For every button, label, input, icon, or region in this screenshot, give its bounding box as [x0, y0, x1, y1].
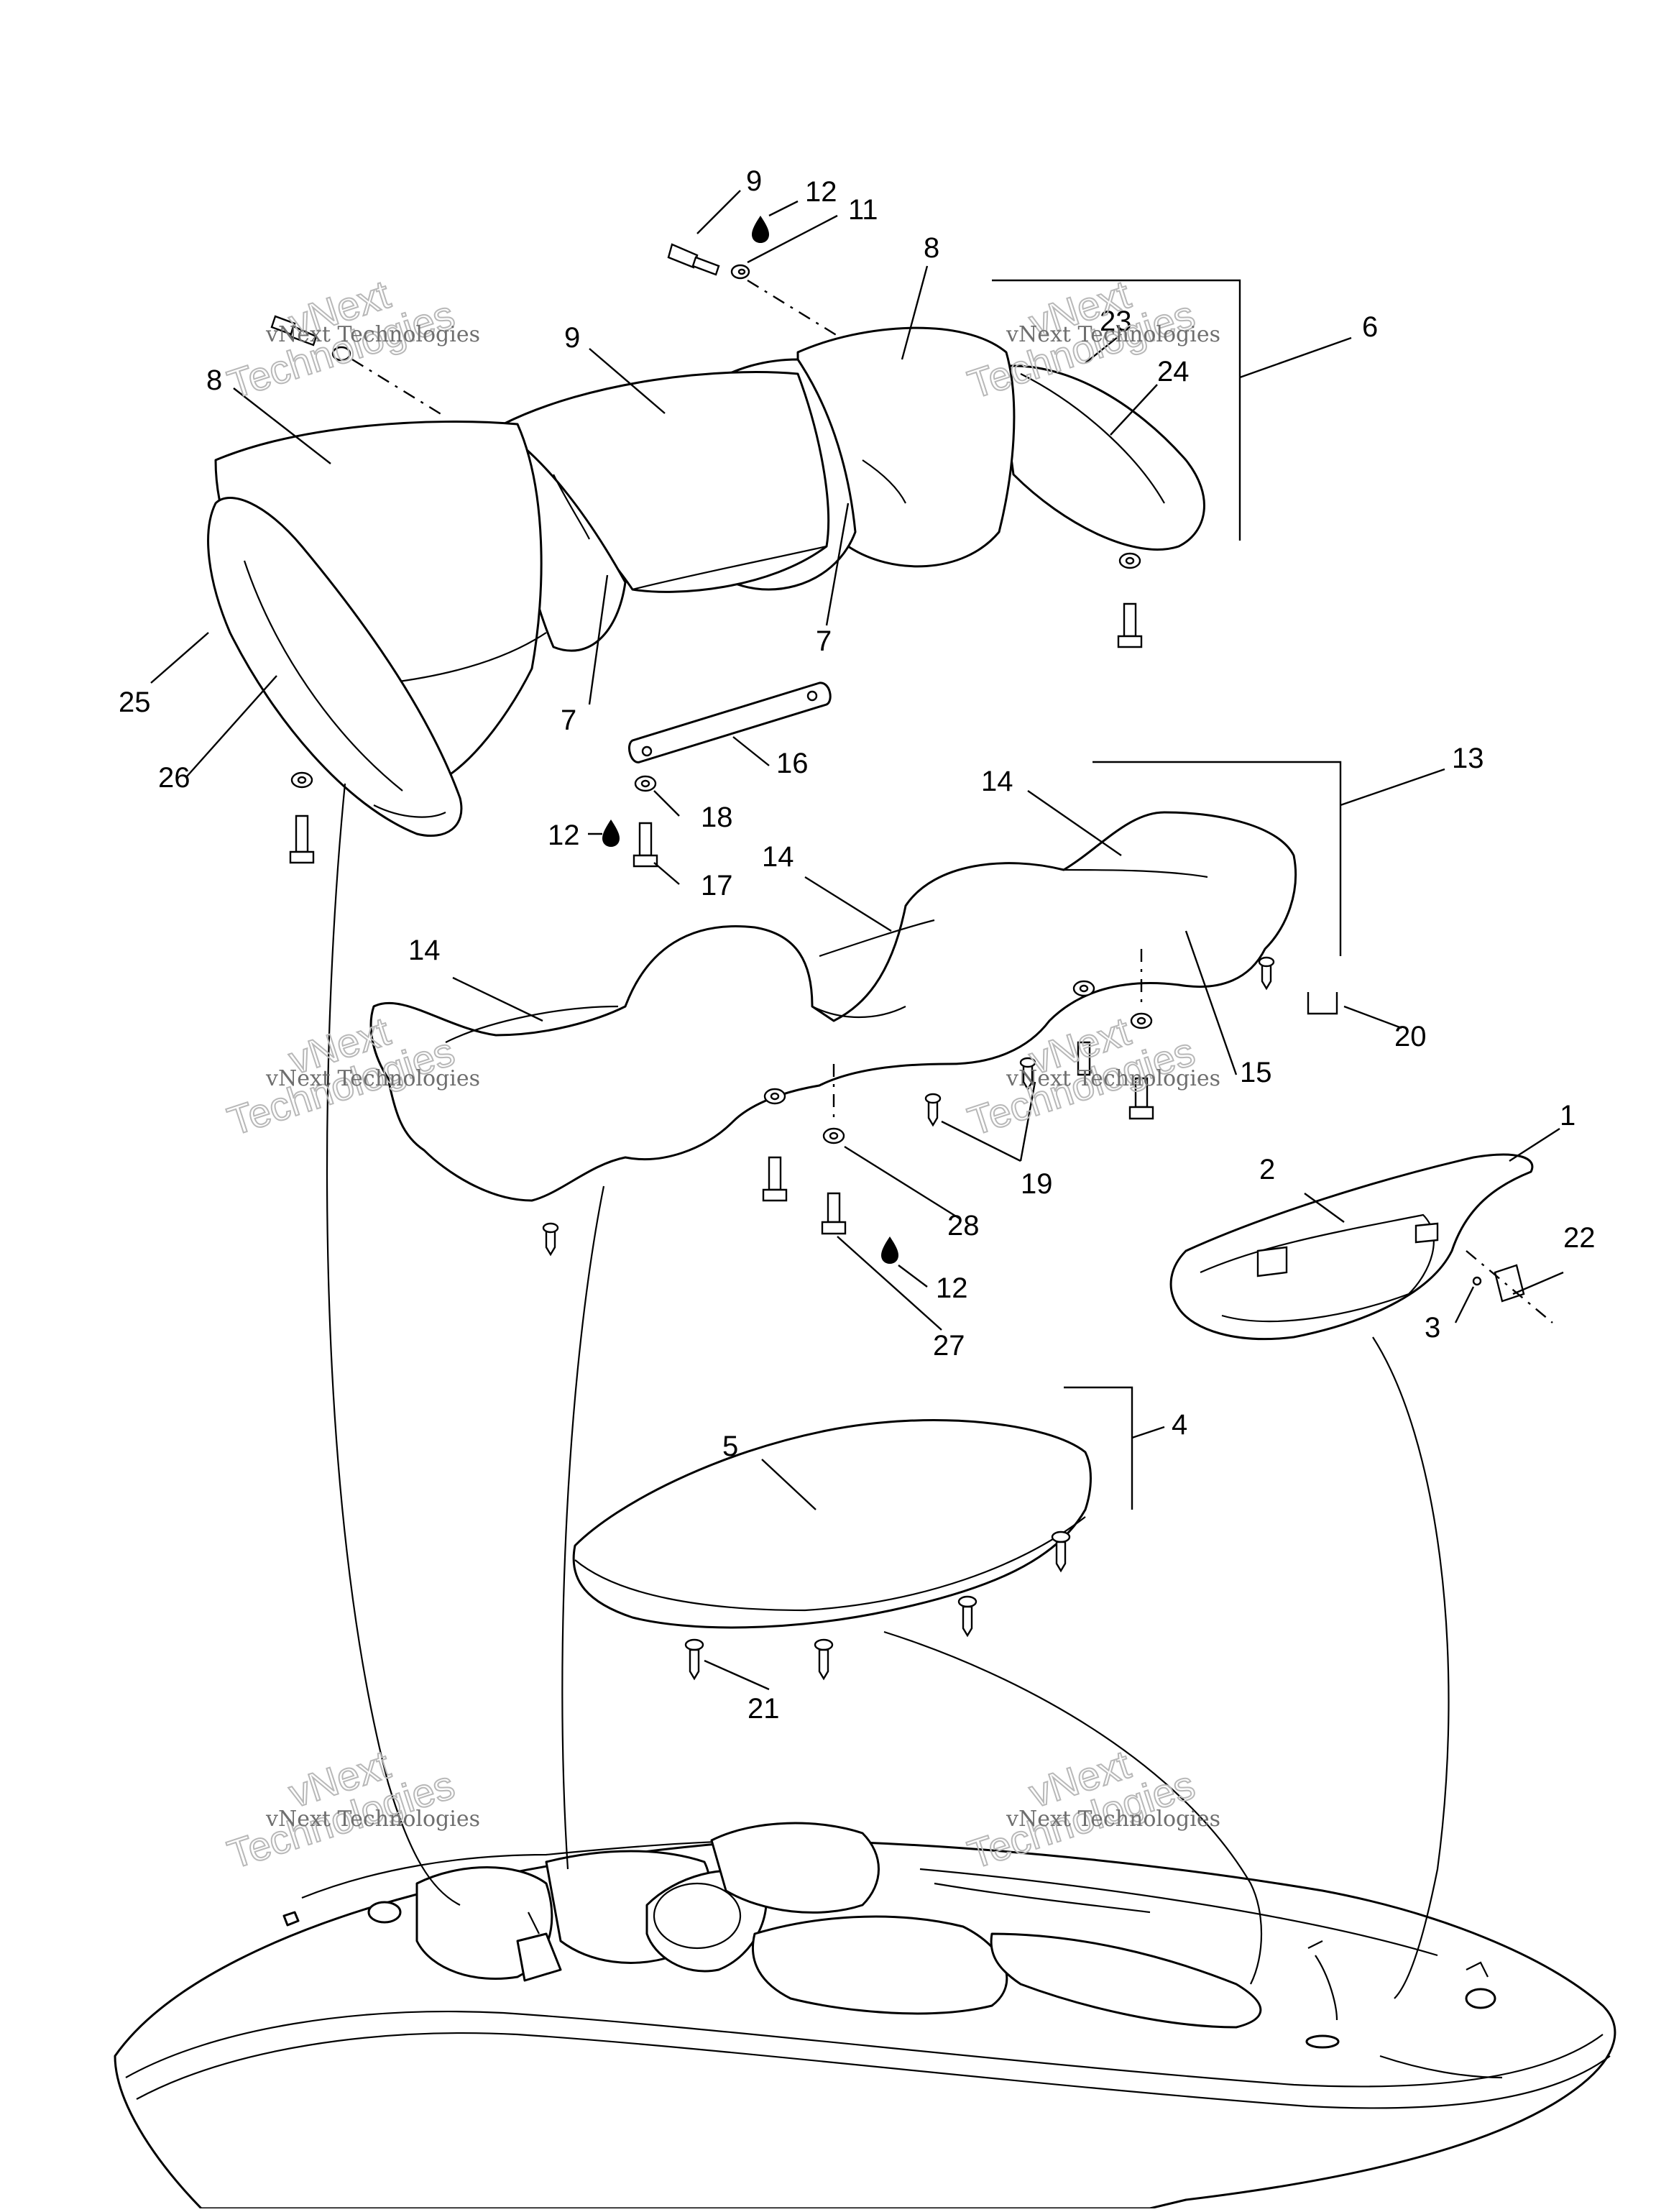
backrest-rear-wing — [998, 364, 1205, 551]
seat-fastener-b — [1072, 980, 1095, 1076]
callout-12b: 12 — [548, 820, 580, 851]
callout-27: 27 — [933, 1330, 965, 1362]
backrest-fastener-left — [289, 771, 315, 864]
callout-5: 5 — [722, 1431, 738, 1462]
svg-text:vNext Technologies: vNext Technologies — [265, 322, 480, 347]
top-bolt-left — [270, 315, 351, 362]
oil-drop-icon — [881, 1236, 898, 1264]
backrest-assembly — [207, 326, 1205, 837]
fastener-17-18 — [632, 775, 658, 868]
screw-19 — [924, 1093, 942, 1127]
screw-right — [1258, 956, 1275, 991]
screws-21 — [684, 1530, 1071, 1681]
seat-fastener-a — [762, 1088, 788, 1202]
seat-fastener-27-28 — [821, 1127, 847, 1235]
callout-12: 12 — [805, 176, 837, 208]
callout-3: 3 — [1425, 1312, 1440, 1344]
callout-7b: 7 — [561, 705, 576, 736]
screw-19b — [1019, 1057, 1036, 1091]
callout-11: 11 — [848, 194, 878, 226]
callout-21: 21 — [748, 1693, 780, 1725]
callout-12c: 12 — [936, 1272, 968, 1304]
callout-8b: 8 — [206, 364, 222, 396]
callout-14c: 14 — [408, 935, 441, 966]
callout-10: 9 — [746, 165, 762, 197]
callout-17: 17 — [701, 870, 733, 901]
callout-15: 15 — [1240, 1057, 1272, 1088]
callout-22: 22 — [1563, 1222, 1596, 1254]
svg-text:vNext Technologies: vNext Technologies — [1006, 1807, 1220, 1832]
svg-text:vNext Technologies: vNext Technologies — [1006, 1066, 1220, 1091]
callout-19: 19 — [1021, 1168, 1053, 1200]
callout-25: 25 — [119, 687, 151, 718]
watermark-top-left: Technologies vNext vNext Technologies — [221, 270, 480, 408]
svg-text:vNext Technologies: vNext Technologies — [1006, 322, 1220, 347]
strap-16 — [628, 682, 832, 763]
oil-drop-icon — [602, 820, 620, 847]
svg-text:vNext Technologies: vNext Technologies — [265, 1807, 480, 1832]
callout-2: 2 — [1259, 1154, 1275, 1185]
callout-28: 28 — [947, 1210, 980, 1242]
callout-20: 20 — [1394, 1021, 1427, 1052]
screw-left — [542, 1222, 559, 1257]
callout-6: 6 — [1362, 311, 1378, 343]
callout-14b: 14 — [762, 841, 794, 873]
watermark-bottom-right: Technologies vNext vNext Technologies — [962, 1740, 1220, 1878]
top-bolt-10 — [667, 243, 750, 280]
clip-22 — [1472, 1264, 1525, 1303]
callout-4: 4 — [1172, 1409, 1187, 1441]
clip-20 — [1307, 992, 1338, 1015]
callout-14a: 14 — [981, 766, 1013, 797]
callout-26: 26 — [158, 762, 190, 794]
callout-23: 23 — [1100, 306, 1132, 337]
callout-18: 18 — [701, 802, 733, 833]
seat-fastener-c — [1128, 1012, 1154, 1120]
callout-nine: 9 — [564, 322, 580, 354]
leader-lines — [150, 190, 1564, 1691]
backrest-fastener-right — [1117, 552, 1143, 648]
callout-16: 16 — [776, 748, 809, 779]
callout-8: 8 — [924, 232, 939, 264]
backrest-side-panel — [207, 497, 463, 837]
oil-drop-icon — [752, 216, 769, 243]
callout-13: 13 — [1452, 743, 1484, 774]
grab-handle-1 — [1169, 1153, 1534, 1341]
callout-24: 24 — [1157, 356, 1190, 387]
main-seat-15 — [369, 811, 1297, 1202]
watermark-bottom-left: Technologies vNext vNext Technologies — [221, 1740, 480, 1878]
callout-1: 1 — [1560, 1100, 1576, 1132]
svg-text:vNext Technologies: vNext Technologies — [265, 1066, 480, 1091]
callout-7: 7 — [816, 625, 832, 657]
boat-hull — [114, 1822, 1616, 2210]
callout-labels: 9 12 11 8 9 9 8 23 24 6 7 7 25 26 16 18 … — [119, 165, 1596, 1725]
seat-cushion-5 — [572, 1419, 1092, 1629]
